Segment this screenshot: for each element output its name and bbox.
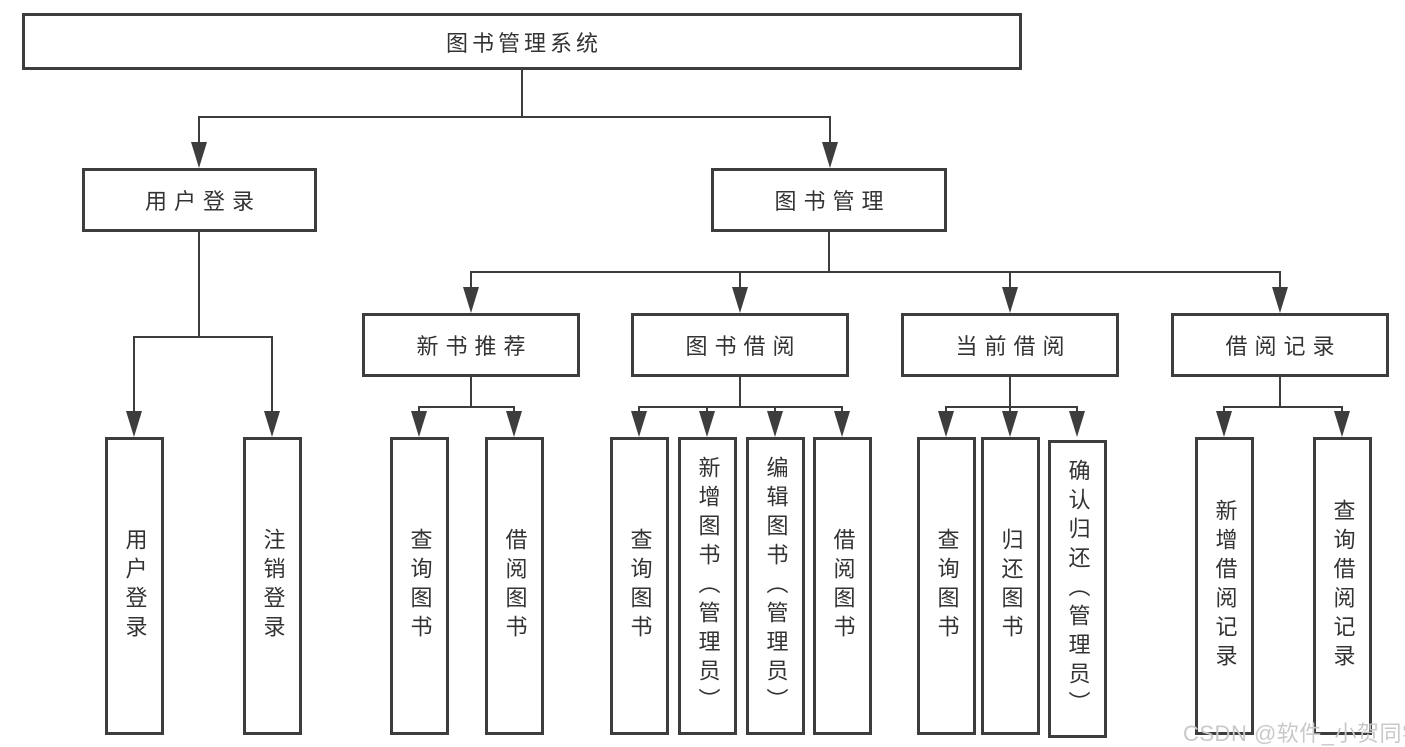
arrow-down-icon (834, 411, 850, 437)
node-borrow-records: 借阅记录 (1171, 313, 1389, 377)
node-label: 图书借阅 (685, 334, 802, 359)
connector-bookmgmt-drop (828, 232, 830, 273)
connector-drop (1009, 377, 1011, 408)
connector-stem (470, 271, 472, 289)
arrow-down-icon (411, 411, 427, 437)
arrow-down-icon (463, 287, 479, 313)
connector-stem (418, 406, 420, 414)
arrow-down-icon (191, 142, 207, 168)
connector-stem (1279, 271, 1281, 289)
arrow-down-icon (1002, 411, 1018, 437)
leaf-confirm-return-admin: 确认归还（管理员） (1048, 440, 1107, 738)
connector-userlogin-drop (198, 232, 200, 338)
connector-rail (1223, 406, 1343, 408)
leaf-borrow-books: 借阅图书 (813, 437, 872, 735)
node-current-borrow: 当前借阅 (901, 313, 1119, 377)
leaf-query-books: 查询图书 (610, 437, 669, 735)
node-new-book-recommend: 新书推荐 (362, 313, 580, 377)
arrow-down-icon (1002, 287, 1018, 313)
leaf-label: 编辑图书（管理员） (763, 455, 789, 717)
connector-level3-rail (470, 271, 1281, 273)
connector-stem (841, 406, 843, 414)
leaf-label: 借阅图书 (502, 528, 528, 644)
leaf-label: 确认归还（管理员） (1065, 458, 1091, 720)
connector-stem (1223, 406, 1225, 414)
leaf-logout: 注销登录 (243, 437, 302, 735)
connector-stem (271, 336, 273, 414)
arrow-down-icon (767, 411, 783, 437)
arrow-down-icon (1216, 411, 1232, 437)
node-root-label: 图书管理系统 (445, 30, 602, 56)
arrow-down-icon (1069, 411, 1085, 437)
node-user-login: 用户登录 (82, 168, 317, 232)
leaf-query-books: 查询图书 (917, 437, 976, 735)
leaf-query-borrow-record: 查询借阅记录 (1313, 437, 1372, 735)
arrow-down-icon (938, 411, 954, 437)
leaf-add-books-admin: 新增图书（管理员） (678, 437, 737, 735)
leaf-return-books: 归还图书 (981, 437, 1040, 735)
connector-drop (470, 377, 472, 408)
connector-stem (829, 116, 831, 144)
leaf-label: 用户登录 (122, 528, 148, 644)
leaf-label: 新增图书（管理员） (695, 455, 721, 717)
node-book-management: 图书管理 (711, 168, 947, 232)
connector-stem (513, 406, 515, 414)
connector-stem (1009, 406, 1011, 414)
arrow-down-icon (126, 411, 142, 437)
connector-stem (706, 406, 708, 414)
connector-stem (774, 406, 776, 414)
connector-drop (1279, 377, 1281, 408)
leaf-borrow-books: 借阅图书 (485, 437, 544, 735)
node-root: 图书管理系统 (22, 13, 1022, 70)
leaf-add-borrow-record: 新增借阅记录 (1195, 437, 1254, 735)
arrow-down-icon (1272, 287, 1288, 313)
connector-stem (638, 406, 640, 414)
arrow-down-icon (822, 142, 838, 168)
connector-rail (945, 406, 1078, 408)
leaf-label: 借阅图书 (830, 528, 856, 644)
leaf-label: 归还图书 (998, 528, 1024, 644)
connector-root-drop (521, 69, 523, 117)
connector-drop (739, 377, 741, 408)
leaf-user-login: 用户登录 (105, 437, 164, 735)
watermark-text: CSDN @软件_小贺同学 (1183, 721, 1405, 746)
connector-stem (133, 336, 135, 414)
node-label: 当前借阅 (955, 334, 1072, 359)
arrow-down-icon (631, 411, 647, 437)
node-label: 新书推荐 (416, 334, 533, 359)
leaf-label: 查询图书 (627, 528, 653, 644)
node-label: 图书管理 (774, 189, 891, 214)
connector-userlogin-rail (133, 336, 273, 338)
connector-rail (418, 406, 515, 408)
leaf-label: 注销登录 (260, 528, 286, 644)
arrow-down-icon (264, 411, 280, 437)
node-book-borrow: 图书借阅 (631, 313, 849, 377)
connector-stem (945, 406, 947, 414)
leaf-label: 查询借阅记录 (1330, 499, 1356, 673)
connector-stem (1341, 406, 1343, 414)
connector-stem (739, 271, 741, 289)
leaf-query-books: 查询图书 (390, 437, 449, 735)
connector-rail (638, 406, 843, 408)
arrow-down-icon (1334, 411, 1350, 437)
connector-stem (198, 116, 200, 144)
leaf-label: 新增借阅记录 (1212, 499, 1238, 673)
connector-stem (1076, 406, 1078, 414)
leaf-edit-books-admin: 编辑图书（管理员） (746, 437, 805, 735)
arrow-down-icon (699, 411, 715, 437)
node-label: 借阅记录 (1225, 334, 1342, 359)
connector-level2-rail (198, 116, 831, 118)
connector-stem (1009, 271, 1011, 289)
arrow-down-icon (506, 411, 522, 437)
leaf-label: 查询图书 (407, 528, 433, 644)
node-label: 用户登录 (144, 189, 261, 214)
arrow-down-icon (732, 287, 748, 313)
leaf-label: 查询图书 (934, 528, 960, 644)
